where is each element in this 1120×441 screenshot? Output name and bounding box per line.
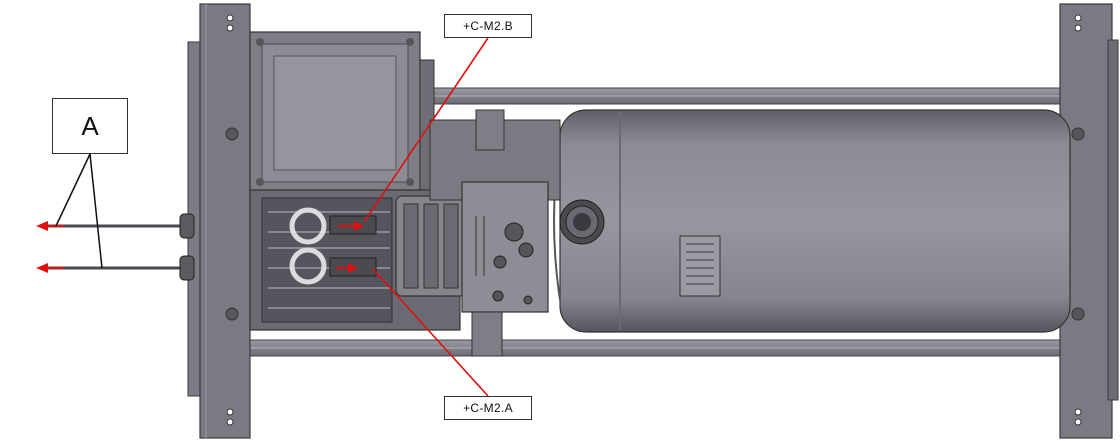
- leader-lines-m2: [363, 37, 489, 397]
- callout-a: A: [52, 98, 128, 154]
- callout-m2-b: +C-M2.B: [444, 14, 532, 38]
- left-mounting-plate: [187, 3, 251, 439]
- electric-motor: [249, 31, 435, 193]
- callout-m2-a: +C-M2.A: [444, 396, 532, 420]
- valve-block: [429, 109, 561, 357]
- hose-ports: [40, 213, 195, 281]
- leader-lines-a: [55, 153, 103, 269]
- oil-tank: [553, 109, 1071, 333]
- pump-assembly: [249, 189, 467, 331]
- flow-arrows: [36, 221, 364, 273]
